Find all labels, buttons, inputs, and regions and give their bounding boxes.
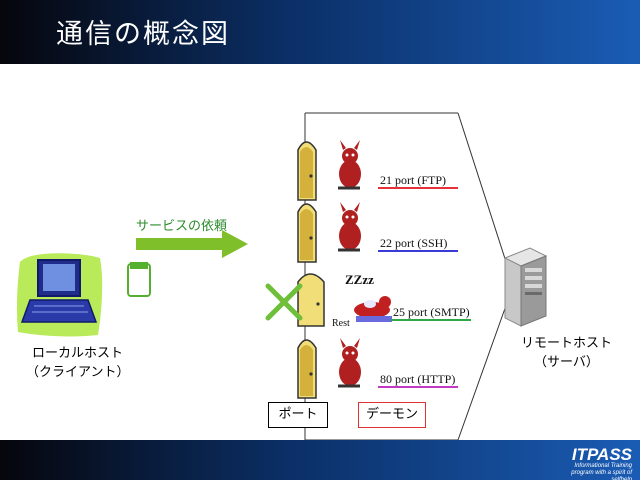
request-arrow [136,230,248,258]
sleeping-daemon-icon [354,296,392,322]
server-bracket [304,112,509,441]
daemon-icon [338,202,361,252]
title-bar: 通信の概念図 [0,0,640,64]
port-underline [378,250,458,252]
laptop-icon [16,253,103,337]
door-icon [297,203,317,263]
daemon-icon [338,338,361,388]
door-icon [297,273,325,327]
request-label: サービスの依頼 [136,219,228,234]
daemon-icon [338,140,361,190]
port-underline [378,187,458,189]
local-host-label: ローカルホスト [32,346,124,361]
port-label-smtp: 25 port (SMTP) [393,305,470,319]
port-label-ssh: 22 port (SSH) [380,236,448,250]
port-label-ftp: 21 port (FTP) [380,173,446,187]
itpass-logo: ITPASS Informational Training program wi… [562,446,632,484]
daemon-legend-box: デーモン [358,402,426,428]
server-icon [503,247,548,327]
logo-tagline: Informational Training program with a sp… [571,463,632,483]
port-label-http: 80 port (HTTP) [380,372,456,386]
door-icon [297,141,317,201]
door-icon [297,339,317,399]
rest-label: Rest [332,318,350,329]
port-legend-box: ポート [268,402,328,428]
remote-host-label: リモートホスト [521,336,613,351]
snore-text: ZZzz [345,272,374,287]
logo-text: ITPASS [571,445,632,464]
port-underline [378,386,458,388]
local-host-sublabel: （クライアント） [26,365,130,380]
closed-x-icon [265,283,303,321]
packet-icon [127,262,151,297]
remote-host-sublabel: （サーバ） [534,355,599,370]
port-underline [391,319,471,321]
footer-bar [0,440,640,480]
slide-title: 通信の概念図 [56,19,230,50]
